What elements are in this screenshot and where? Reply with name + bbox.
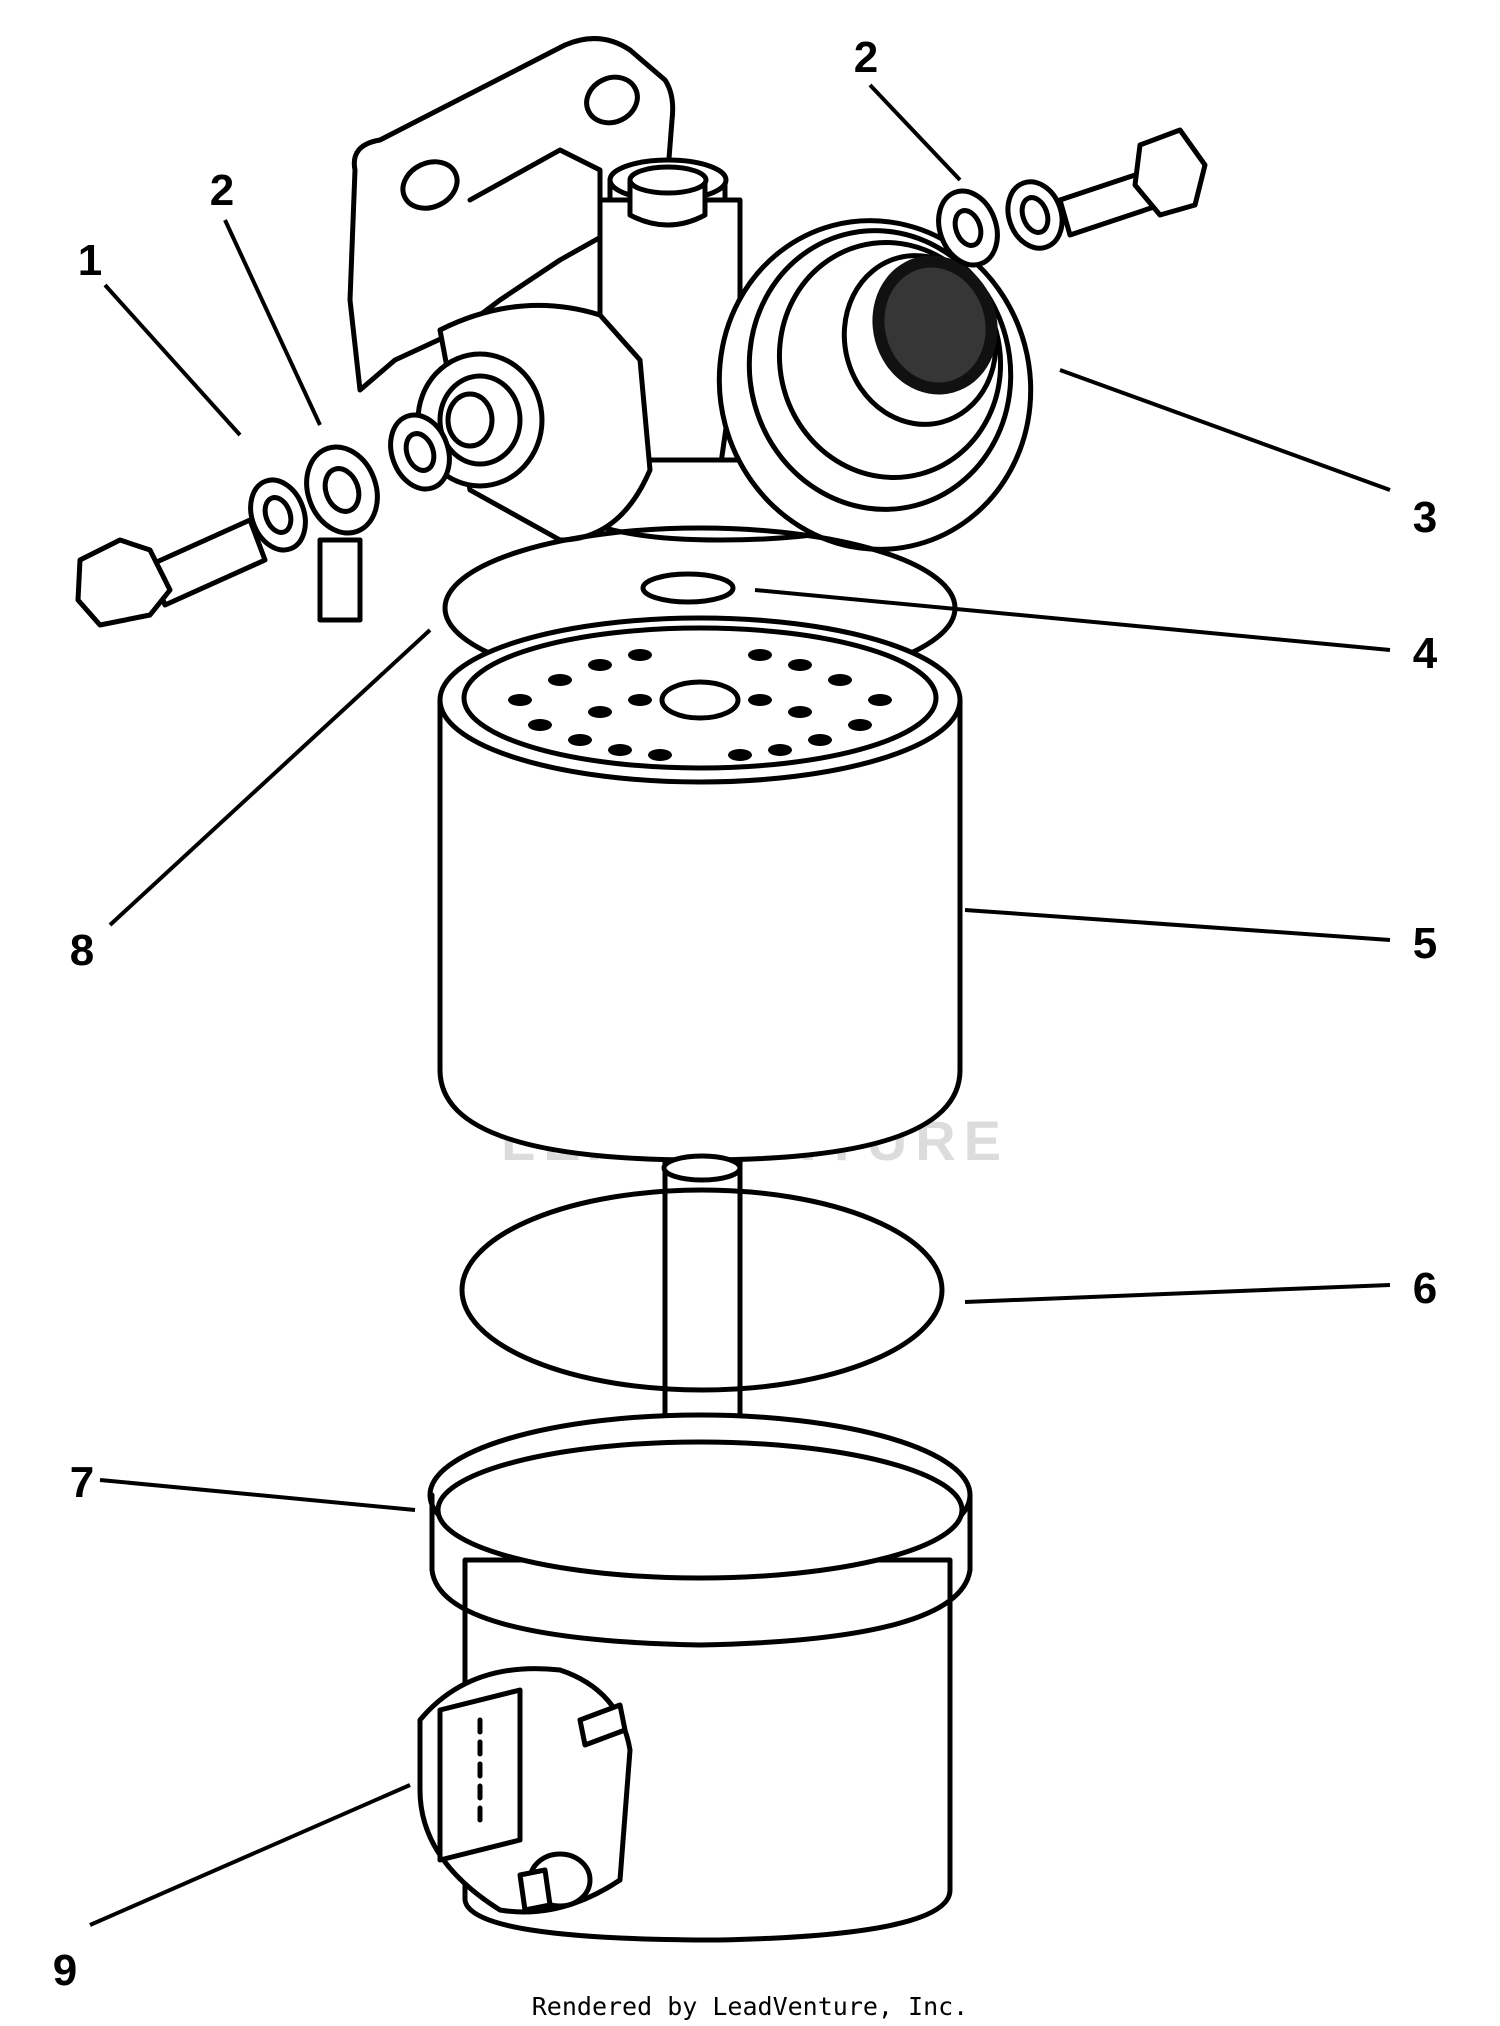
callout-6: 6 <box>1413 1264 1437 1313</box>
sediment-bowl <box>417 1412 973 1943</box>
bowl-gasket <box>459 1187 945 1393</box>
filter-element <box>437 615 963 1163</box>
leader-lines <box>89 83 1391 1927</box>
callout-9: 9 <box>53 1946 77 1995</box>
callout-8: 8 <box>70 926 94 975</box>
callout-2-right: 2 <box>854 33 878 82</box>
mounting-bracket <box>347 36 676 393</box>
callout-2-left: 2 <box>210 166 234 215</box>
callout-4: 4 <box>1413 629 1438 678</box>
filter-head <box>415 157 953 543</box>
left-banjo-bolt <box>75 412 452 628</box>
callout-3: 3 <box>1413 493 1437 542</box>
rendered-by-footer: Rendered by LeadVenture, Inc. <box>532 1992 969 2021</box>
callout-5: 5 <box>1413 919 1437 968</box>
filter-holes <box>508 649 892 761</box>
callout-1: 1 <box>78 236 102 285</box>
small-o-ring <box>640 571 736 605</box>
callouts: 1 2 2 3 4 5 6 7 8 9 <box>53 33 1438 1995</box>
callout-7: 7 <box>70 1458 94 1507</box>
primer-pump <box>716 218 1034 552</box>
right-banjo-bolt <box>936 127 1208 268</box>
